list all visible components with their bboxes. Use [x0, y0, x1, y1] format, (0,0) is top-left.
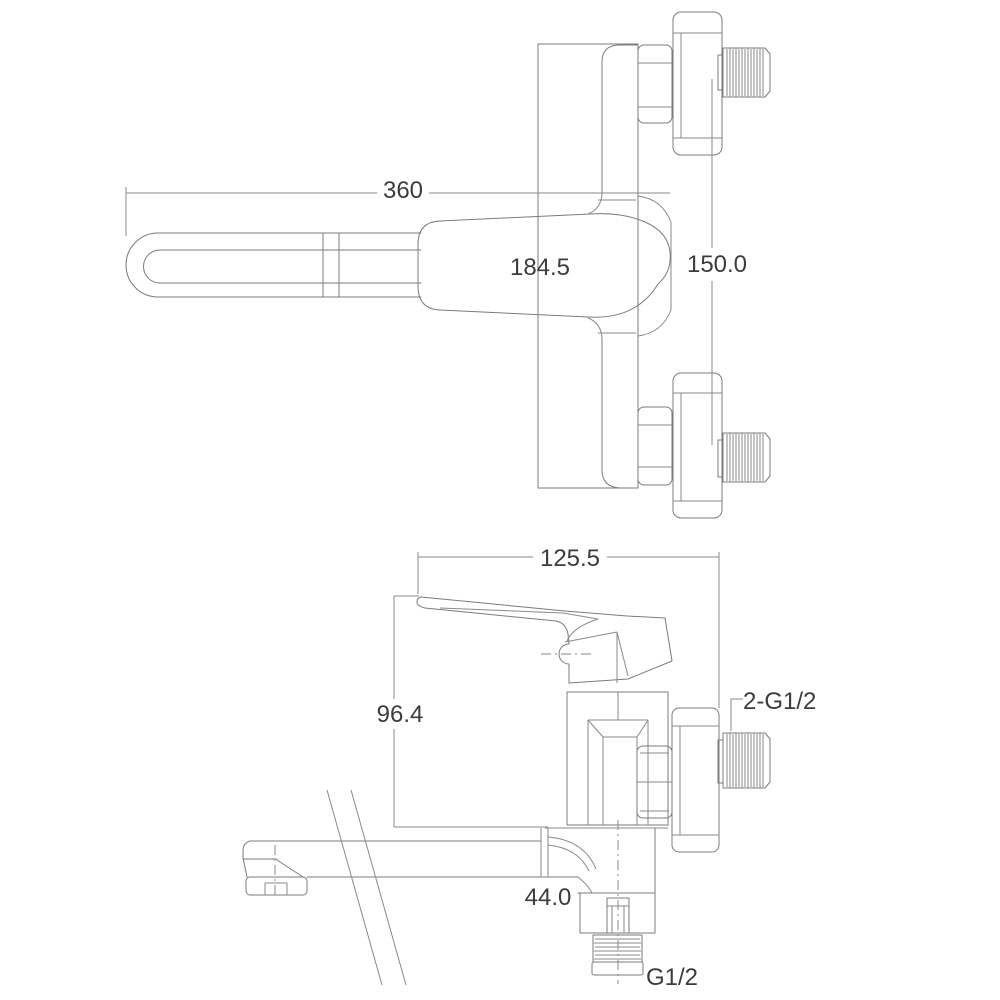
pipe-joint-upper: [587, 193, 672, 223]
body-outline-front: [417, 213, 671, 318]
top-wall-flange: [672, 11, 723, 156]
bottom-hex-nut: [637, 406, 673, 486]
dim-360-label: 360: [383, 177, 423, 204]
riser-pipe-upper: [601, 44, 639, 195]
aerator-housing: [245, 876, 308, 896]
dim-150: 150.0: [687, 79, 747, 445]
riser-pipe-lower: [601, 337, 639, 489]
top-wall-flange-lines: [673, 32, 722, 139]
outlet-block: [577, 827, 656, 934]
lever-inner-lines: [439, 607, 629, 683]
handle-outer-outline: [125, 232, 422, 298]
locknut-facets: [637, 752, 672, 812]
dim-96-4-label: 96.4: [377, 701, 424, 728]
valve-body-inner-lines: [587, 692, 649, 825]
bottom-outlet: G1/2 44.0: [525, 820, 698, 991]
break-lines: [326, 789, 407, 986]
bottom-wall-flange-lines: [673, 392, 722, 502]
dim-150-label: 150.0: [687, 251, 747, 278]
spout-tube: [249, 840, 579, 878]
dim-360-lines: [125, 187, 670, 236]
bottom-hex-nut-facets: [638, 424, 672, 468]
spout-side: [242, 827, 668, 899]
top-inlet-connection: [637, 11, 771, 156]
spout-collar: [540, 827, 668, 877]
front-view: 360 150.0 184.5: [125, 11, 771, 519]
pipe-joint-lower: [587, 309, 672, 339]
dim-96-4: 96.4: [377, 595, 548, 828]
spout-tip-outline: [242, 840, 304, 878]
side-wall-flange-lines: [672, 725, 719, 836]
inlet-thread-label: 2-G1/2: [743, 688, 816, 715]
bottom-wall-flange: [672, 372, 723, 519]
side-thread-frame: [722, 732, 771, 789]
side-thread-lines: [726, 733, 764, 788]
outlet-neck: [606, 897, 630, 934]
dim-125-5-lines: [417, 552, 720, 708]
handle-joint-lines: [322, 232, 340, 298]
bottom-thread-lines: [726, 433, 764, 482]
top-thread-frame: [722, 47, 771, 98]
side-view: 2-G1/2 G1/2 44.0 1: [242, 545, 816, 991]
handle-inner-outline: [143, 249, 422, 284]
dim-184-5-label: 184.5: [510, 254, 570, 281]
lever-outline: [416, 596, 673, 684]
lever-handle-side: [416, 596, 673, 684]
bottom-inlet-connection: [637, 372, 771, 519]
side-wall-flange: [671, 707, 720, 853]
dim-44-label: 44.0: [525, 884, 572, 911]
aerator-insert: [264, 882, 288, 895]
spout-elbow-fillets: [547, 836, 597, 894]
back-plate: [537, 43, 639, 489]
dim-360: 360: [125, 177, 670, 236]
bottom-thread-frame: [722, 432, 771, 483]
dim-125-5: 125.5: [417, 545, 720, 708]
inlet-thread-leader: [730, 698, 743, 731]
side-inlet-connection: 2-G1/2: [671, 688, 816, 853]
valve-body-side: [566, 691, 673, 826]
outlet-thread-label: G1/2: [646, 964, 698, 991]
dim-96-4-lines: [393, 595, 548, 828]
top-hex-nut-facets: [638, 62, 672, 108]
dim-125-5-label: 125.5: [540, 545, 600, 572]
top-hex-nut: [637, 44, 673, 124]
top-thread-lines: [726, 48, 764, 97]
